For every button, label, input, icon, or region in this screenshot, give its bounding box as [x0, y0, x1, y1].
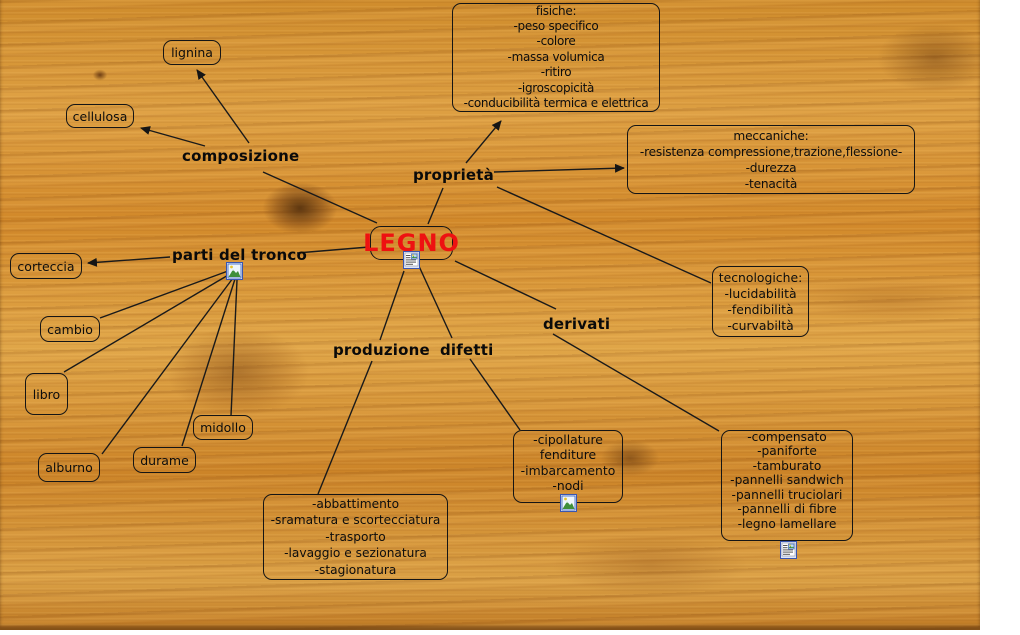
box-line: -conducibilità termica e elettrica: [463, 96, 649, 111]
box-derivati-elenco[interactable]: -compensato -paniforte -tamburato -panne…: [721, 430, 853, 541]
branch-label: composizione: [182, 147, 300, 165]
node-cellulosa[interactable]: cellulosa: [66, 104, 134, 128]
node-label: midollo: [200, 420, 246, 435]
box-line: -tenacità: [744, 176, 798, 191]
branch-label: difetti: [440, 341, 494, 359]
branch-produzione[interactable]: produzione: [333, 341, 430, 359]
box-line: -stagionatura: [314, 562, 397, 577]
box-line: -pannelli truciolari: [731, 487, 843, 502]
node-alburno[interactable]: alburno: [38, 453, 100, 482]
box-line: meccaniche:: [733, 128, 809, 143]
wood-background: [0, 0, 980, 630]
box-line: -durezza: [745, 160, 797, 175]
box-fisiche[interactable]: fisiche: -peso specifico -colore -massa …: [452, 3, 660, 112]
box-line: -ritiro: [540, 65, 572, 80]
node-label: lignina: [171, 45, 213, 60]
node-midollo[interactable]: midollo: [193, 415, 253, 440]
box-line: -colore: [536, 34, 576, 49]
box-line: -sramatura e scortecciatura: [270, 513, 441, 528]
node-corteccia[interactable]: corteccia: [10, 253, 82, 279]
box-line: -resistenza compressione,trazione,flessi…: [639, 144, 903, 159]
box-line: -peso specifico: [513, 18, 599, 33]
picture-icon[interactable]: [226, 262, 243, 280]
box-line: -massa volumica: [507, 49, 605, 64]
box-line: -legno lamellare: [737, 516, 837, 531]
box-line: -lavaggio e sezionatura: [284, 546, 427, 561]
picture-icon[interactable]: [560, 494, 577, 512]
box-line: -curvabiltà: [727, 317, 794, 333]
box-line: -cipollature: [533, 431, 603, 447]
box-line: -compensato: [747, 430, 827, 445]
branch-parti-del-tronco[interactable]: parti del tronco: [172, 246, 307, 264]
document-icon[interactable]: [780, 541, 797, 559]
box-line: -lucidabilità: [724, 285, 797, 301]
node-label: cambio: [47, 321, 93, 337]
box-meccaniche[interactable]: meccaniche: -resistenza compressione,tra…: [627, 125, 915, 194]
box-line: tecnologiche:: [718, 269, 803, 285]
node-label: durame: [140, 452, 189, 468]
node-label: alburno: [45, 460, 93, 475]
node-label: libro: [32, 386, 61, 402]
box-line: -abbattimento: [311, 496, 400, 511]
branch-proprieta[interactable]: proprietà: [413, 166, 494, 184]
branch-derivati[interactable]: derivati: [543, 315, 610, 333]
node-cambio[interactable]: cambio: [40, 316, 100, 342]
branch-label: proprietà: [413, 166, 494, 184]
box-line: -pannelli sandwich: [730, 473, 844, 488]
box-produzione-fasi[interactable]: -abbattimento -sramatura e scortecciatur…: [263, 494, 448, 580]
node-label: corteccia: [17, 258, 75, 274]
box-line: -tamburato: [752, 458, 822, 473]
box-line: fisiche:: [535, 3, 577, 18]
box-line: -nodi: [552, 477, 584, 493]
branch-difetti[interactable]: difetti: [440, 341, 493, 359]
box-line: fenditure: [539, 447, 597, 463]
box-line: -paniforte: [757, 444, 817, 459]
branch-label: produzione: [333, 341, 430, 359]
node-libro[interactable]: libro: [25, 373, 68, 415]
node-durame[interactable]: durame: [133, 447, 196, 473]
branch-label: parti del tronco: [172, 246, 308, 264]
box-line: -imbarcamento: [520, 462, 616, 478]
box-line: -fendibilità: [727, 301, 794, 317]
branch-label: derivati: [543, 315, 611, 333]
box-line: -pannelli di fibre: [737, 502, 837, 517]
box-tecnologiche[interactable]: tecnologiche: -lucidabilità -fendibilità…: [712, 266, 809, 337]
document-icon[interactable]: [403, 251, 420, 269]
box-difetti-elenco[interactable]: -cipollature fenditure -imbarcamento -no…: [513, 430, 623, 503]
node-lignina[interactable]: lignina: [163, 40, 221, 65]
branch-composizione[interactable]: composizione: [182, 147, 299, 165]
box-line: -igroscopicità: [517, 80, 595, 95]
node-label: cellulosa: [72, 108, 128, 124]
box-line: -trasporto: [325, 529, 386, 544]
